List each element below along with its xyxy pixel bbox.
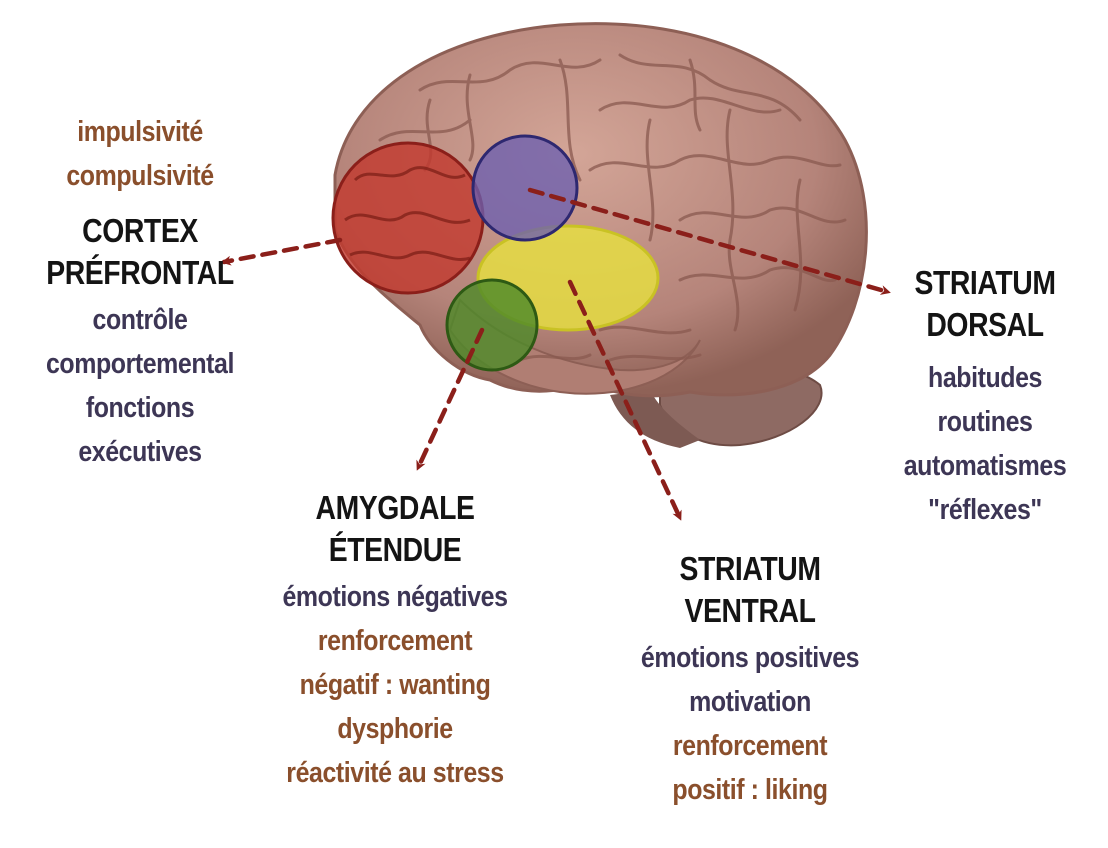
prefrontal-top-line: impulsivité	[37, 110, 243, 154]
ventral-line: motivation	[612, 680, 887, 724]
amygdale-line: renforcement	[253, 619, 537, 663]
prefrontal-label-group: impulsivité compulsivité CORTEX PRÉFRONT…	[37, 110, 243, 474]
amygdale-line: dysphorie	[253, 707, 537, 751]
prefrontal-cortex-region	[333, 143, 483, 293]
amygdale-label-group: AMYGDALE ÉTENDUE émotions négatives renf…	[253, 487, 537, 795]
prefrontal-function-line: comportemental	[37, 342, 243, 386]
prefrontal-function-line: fonctions	[37, 386, 243, 430]
prefrontal-function-line: contrôle	[37, 298, 243, 342]
dorsal-line: "réflexes"	[886, 488, 1084, 532]
prefrontal-top-line: compulsivité	[37, 154, 243, 198]
amygdale-line: négatif : wanting	[253, 663, 537, 707]
ventral-line: émotions positives	[612, 636, 887, 680]
ventral-title: STRIATUM	[612, 548, 887, 590]
dorsal-line: routines	[886, 400, 1084, 444]
dorsal-title: DORSAL	[886, 304, 1084, 346]
amygdale-title: AMYGDALE	[253, 487, 537, 529]
amygdale-line: réactivité au stress	[253, 751, 537, 795]
ventral-line: renforcement	[612, 724, 887, 768]
dorsal-striatum-region	[473, 136, 577, 240]
amygdale-title: ÉTENDUE	[253, 529, 537, 571]
dorsal-line: habitudes	[886, 356, 1084, 400]
prefrontal-function-line: exécutives	[37, 430, 243, 474]
dorsal-title: STRIATUM	[886, 262, 1084, 304]
dorsal-line: automatismes	[886, 444, 1084, 488]
prefrontal-title: CORTEX	[37, 210, 243, 252]
amygdala-region	[447, 280, 537, 370]
amygdale-line: émotions négatives	[253, 575, 537, 619]
prefrontal-title: PRÉFRONTAL	[37, 252, 243, 294]
ventral-title: VENTRAL	[612, 590, 887, 632]
dorsal-label-group: STRIATUM DORSAL habitudes routines autom…	[886, 262, 1084, 532]
ventral-line: positif : liking	[612, 768, 887, 812]
ventral-label-group: STRIATUM VENTRAL émotions positives moti…	[612, 548, 887, 812]
